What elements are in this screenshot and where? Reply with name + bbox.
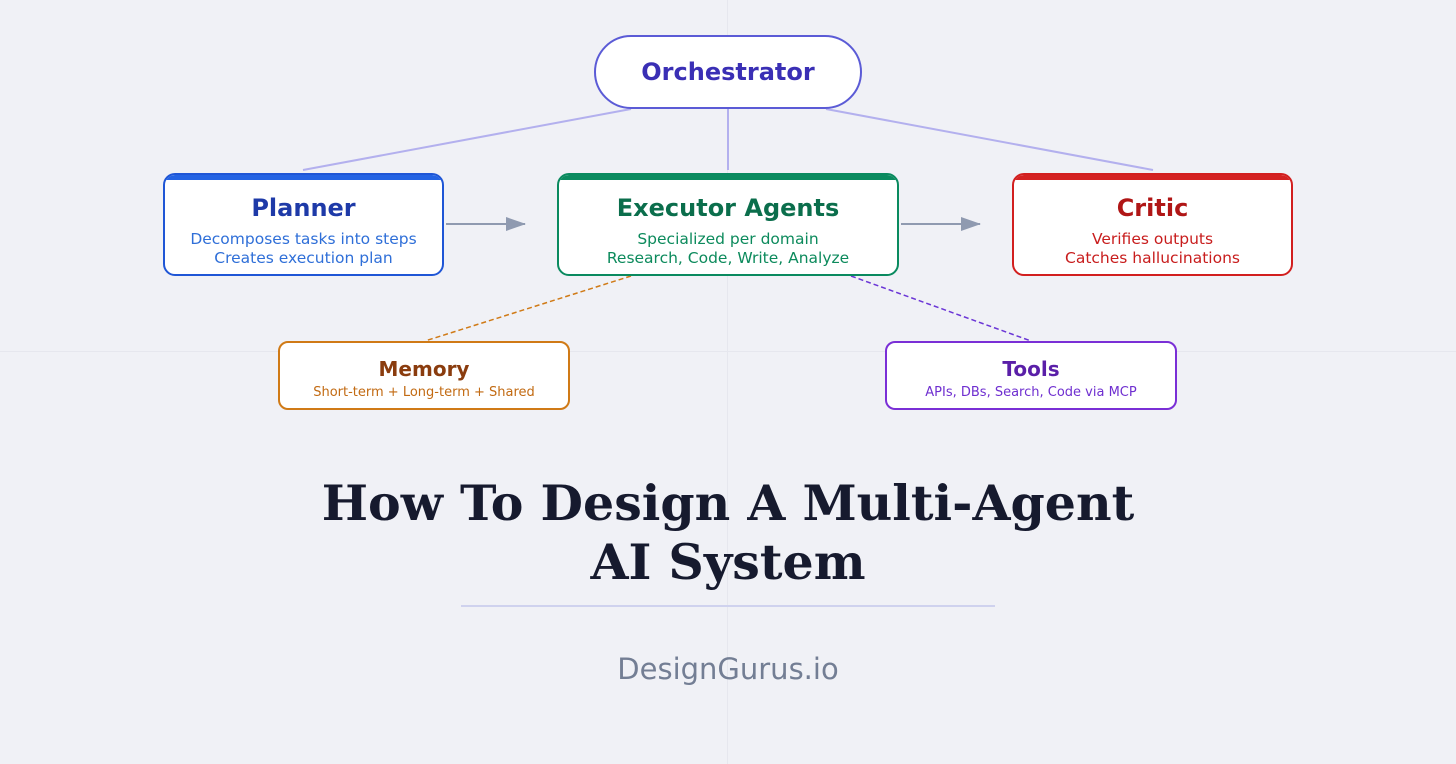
critic-description-line-1: Verifies outputs: [1091, 230, 1214, 248]
orchestrator-to-planner-connector: [302, 108, 632, 171]
orchestrator-label: Orchestrator: [641, 58, 815, 86]
page-title-line-1: How To Design A Multi-Agent: [321, 474, 1135, 532]
orchestrator-node: Orchestrator: [594, 35, 862, 109]
tools-node: Tools APIs, DBs, Search, Code via MCP: [885, 341, 1177, 410]
planner-accent-bar: [165, 175, 442, 180]
tools-title: Tools: [1002, 357, 1060, 381]
planner-description-line-2: Creates execution plan: [214, 249, 393, 267]
planner-title: Planner: [251, 194, 356, 222]
planner-node: Planner Decomposes tasks into steps Crea…: [163, 173, 444, 276]
page-title: How To Design A Multi-Agent AI System: [0, 474, 1456, 592]
executor-to-tools-connector: [850, 275, 1032, 342]
executor-description-line-1: Specialized per domain: [637, 230, 819, 248]
title-divider: [461, 605, 995, 607]
critic-node: Critic Verifies outputs Catches hallucin…: [1012, 173, 1293, 276]
executor-accent-bar: [559, 175, 897, 180]
background-grid-line-vertical: [727, 0, 728, 764]
memory-title: Memory: [378, 357, 470, 381]
executor-title: Executor Agents: [616, 194, 840, 222]
executor-description-line-2: Research, Code, Write, Analyze: [606, 249, 850, 267]
brand-text: DesignGurus.io: [617, 652, 839, 686]
memory-subtitle: Short-term + Long-term + Shared: [313, 385, 535, 400]
tools-subtitle: APIs, DBs, Search, Code via MCP: [925, 385, 1137, 400]
orchestrator-to-critic-connector: [825, 108, 1154, 171]
critic-description-line-2: Catches hallucinations: [1065, 249, 1240, 267]
critic-accent-bar: [1014, 175, 1291, 180]
executor-to-memory-connector: [424, 275, 632, 342]
page-title-line-2: AI System: [590, 533, 866, 591]
critic-title: Critic: [1116, 194, 1189, 222]
memory-node: Memory Short-term + Long-term + Shared: [278, 341, 570, 410]
background-grid-line-horizontal: [0, 351, 1456, 352]
planner-description-line-1: Decomposes tasks into steps: [190, 230, 417, 248]
executor-agents-node: Executor Agents Specialized per domain R…: [557, 173, 899, 276]
